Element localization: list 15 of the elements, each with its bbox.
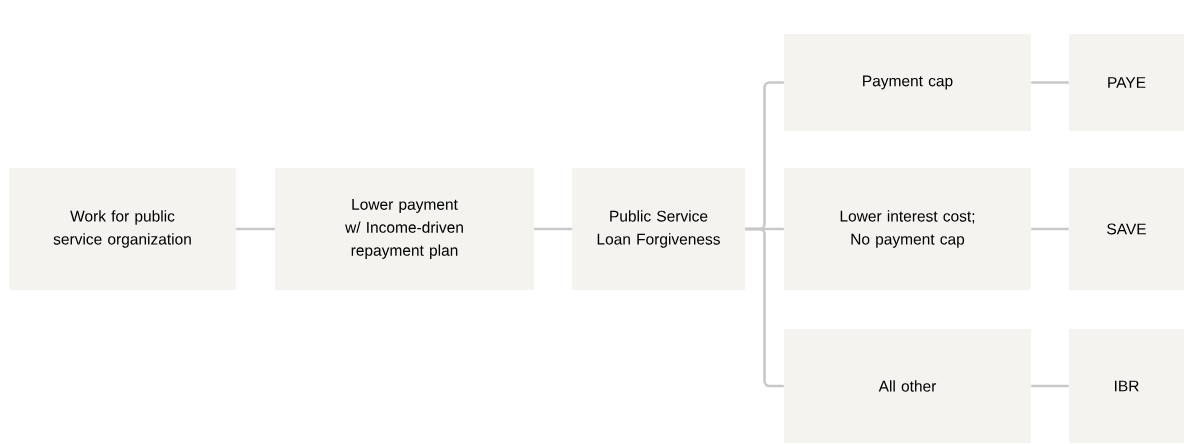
process-box: Lower interest cost; No payment cap xyxy=(784,168,1031,290)
process-box: Work for public service organization xyxy=(9,168,236,290)
connector-line xyxy=(1031,227,1069,231)
process-box: Payment cap xyxy=(784,34,1031,131)
connector-line xyxy=(1031,81,1069,84)
process-box: Public Service Loan Forgiveness xyxy=(572,168,745,290)
connector-line xyxy=(1031,384,1069,388)
process-box: SAVE xyxy=(1069,168,1184,290)
process-box: PAYE xyxy=(1069,34,1184,131)
process-box: IBR xyxy=(1069,329,1184,443)
connector-line xyxy=(745,227,784,388)
process-box: All other xyxy=(784,329,1031,443)
connector-line xyxy=(236,227,275,231)
process-box: Lower payment w/ Income-driven repayment plan xyxy=(275,168,534,290)
connector-line xyxy=(534,227,572,231)
